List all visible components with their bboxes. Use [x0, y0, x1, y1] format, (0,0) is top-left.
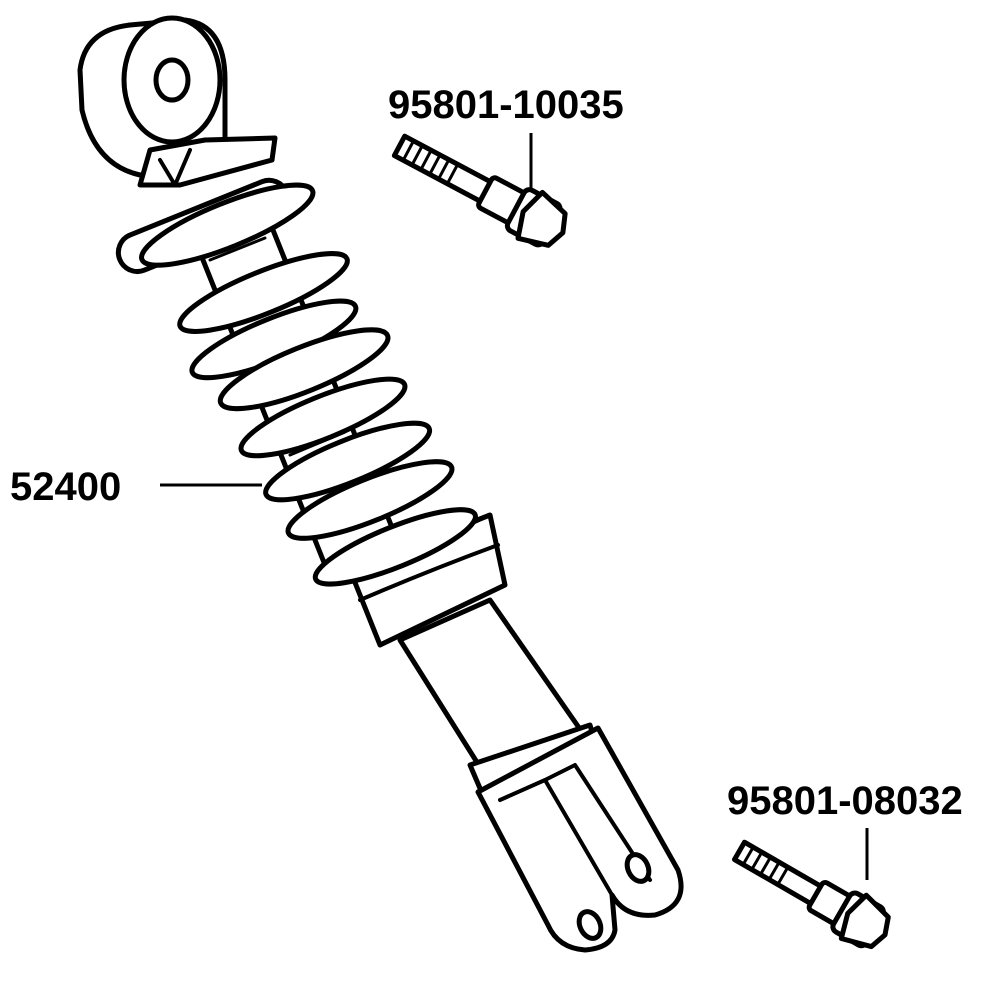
upper-bolt[interactable]: [387, 123, 575, 256]
part-number-shock: 52400: [10, 465, 121, 509]
lower-bolt[interactable]: [727, 829, 897, 956]
part-number-lower-bolt: 95801-08032: [727, 779, 963, 823]
upper-eye-mount: [77, 15, 278, 188]
coil-spring: [115, 177, 478, 587]
part-number-upper-bolt: 95801-10035: [388, 83, 624, 127]
lower-clevis: [475, 725, 684, 953]
shock-absorber[interactable]: [77, 15, 684, 953]
